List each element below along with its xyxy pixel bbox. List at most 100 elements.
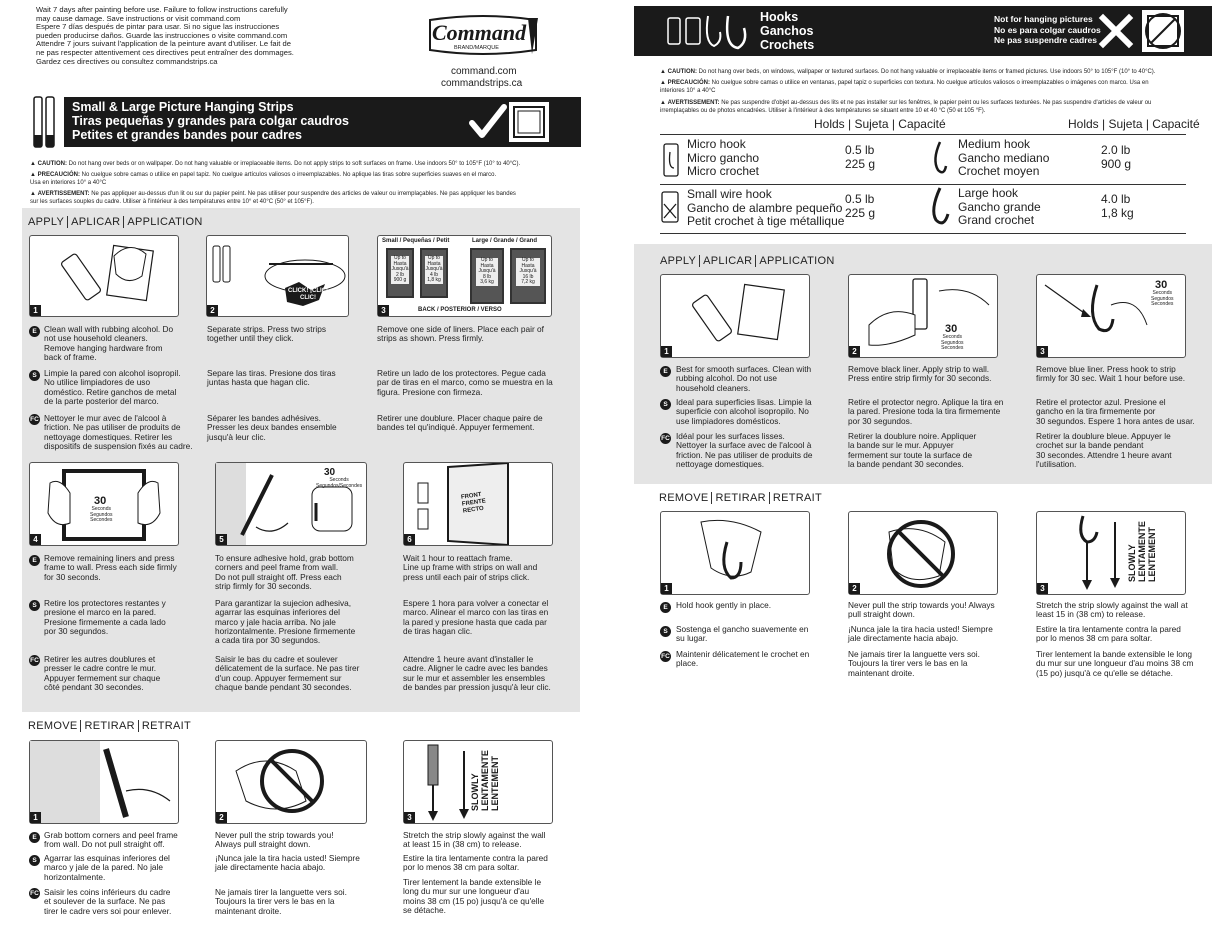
hooks-remove-step-1-en: Hold hook gently in place. [676,600,772,610]
warning-triangle-icon: ▲ [660,69,668,76]
remove-step-1-en: Grab bottom corners and peel frame from … [44,830,178,850]
lang-badge-es: S [660,399,671,410]
hooks-remove-step-3-en: Stretch the strip slowly against the wal… [1036,600,1188,620]
apply-step-5-es: Para garantizar la sujecion adhesiva, ag… [215,598,356,646]
caution-text-fr: Ne pas appliquer au-dessus d'un lit ou s… [30,191,516,205]
lang-badge-fr: FC [29,888,40,899]
lang-badge-en: E [29,326,40,337]
wire-hook-icon [661,191,679,223]
clean-wall-icon [61,244,154,302]
apply-step-4-es: Retire los protectores restantes y presi… [44,598,166,636]
remove-step-1-image: 1 [29,740,179,824]
caution-label-fr: AVERTISSEMENT: [667,100,720,107]
right-page: Hooks Ganchos Crochets Not for hanging p… [632,0,1214,928]
large-hook-icon [932,187,950,225]
hooks-remove-step-1-fr: Maintenir délicatement le crochet en pla… [676,649,810,669]
frame-upto: Up to Hasta Jusqu'à [476,257,498,275]
step-number-badge: 3 [1037,583,1048,594]
caution-label: CAUTION: [667,69,697,76]
hooks-remove-step-1-es: Sostenga el gancho suavemente en su luga… [676,624,809,644]
step-number-badge: 3 [1037,346,1048,357]
url-command[interactable]: command.com [451,66,517,77]
timer-sub: Seconds Segundos Secondes [1151,290,1174,307]
press-hook-icon [1044,284,1148,333]
frame-upto: Up to Hasta Jusqu'à [391,255,409,273]
url-commandstrips[interactable]: commandstrips.ca [441,78,523,89]
table-rule [660,184,1186,185]
apply-step-6-fr: Attendre 1 heure avant d'installer le ca… [403,654,551,692]
remove-step-2-en: Never pull the strip towards you! Always… [215,830,334,850]
hold-hook-icon [700,519,762,580]
apply-step-5-image: 30 Seconds Segundos/Secondes 5 [215,462,367,546]
clean-wall-icon [692,283,785,342]
medium-hook-icon [934,141,948,174]
apply-step-3-en: Remove one side of liners. Place each pa… [377,324,544,344]
apply-step-4-image: 30 Seconds Segundos Secondes 4 [29,462,179,546]
apply-step-2-es: Separe las tiras. Presione dos tiras jun… [207,368,336,388]
timer-number: 30 [324,467,336,478]
intro-text: Wait 7 days after painting before use. F… [36,5,294,66]
warning-triangle-icon: ▲ [30,172,38,179]
caution-label-es: PRECAUCIÓN: [667,80,710,87]
frame-weight: 8 lb 3,6 kg [476,274,498,286]
step-number-badge: 2 [216,812,227,823]
row-wire-val: 0.5 lb 225 g [845,192,876,220]
hooks-apply-step-2-es: Retire el protector negro. Aplique la ti… [848,397,1004,426]
hooks-apply-step-2-image: 30 Seconds Segundos Secondes 2 [848,274,998,358]
apply-step-4-fr: Retirer les autres doublures et presser … [44,654,161,692]
warning-triangle-icon: ▲ [660,100,668,107]
click-burst-text: CLICK! ¡CLIC! CLIC! [288,288,328,301]
remove-step-1-fr: Saisir les coins inférieurs du cadre et … [44,887,172,916]
hooks-caution-fr: ▲ AVERTISSEMENT: Ne pas suspendre d'obje… [660,93,1210,115]
strip-product-icon [33,96,55,148]
hooks-title-es: Ganchos [760,24,814,38]
hooks-apply-step-1-image: 1 [660,274,810,358]
hooks-apply-step-3-fr: Retirer la doublure bleue. Appuyer le cr… [1036,431,1172,469]
caution-en: ▲ CAUTION: Do not hang over beds or on w… [30,154,578,169]
lang-badge-es: S [29,370,40,381]
warning-triangle-icon: ▲ [30,191,38,198]
hooks-apply-step-1-fr: Idéal pour les surfaces lisses. Nettoyer… [676,431,813,469]
remove-step-3-image: SLOWLY LENTAMENTE LENTEMENT 3 [403,740,553,824]
lang-badge-fr: FC [29,655,40,666]
table-rule [660,233,1186,234]
title-es: Tiras pequeñas y grandes para colgar cau… [72,114,349,128]
lang-badge-es: S [29,600,40,611]
logo-sub: BRAND/MARQUE [454,45,499,51]
hooks-title-fr: Crochets [760,38,815,52]
row-medium-val: 2.0 lb 900 g [1101,143,1132,171]
caution-es: ▲ PRECAUCIÓN: No cuelgue sobre camas o u… [30,165,578,187]
hooks-remove-step-2-es: ¡Nunca jale la tira hacia usted! Siempre… [848,624,993,644]
frame-upto: Up to Hasta Jusqu'à [425,255,443,273]
large-label: Large / Grande / Grand [472,238,538,244]
row-wire-name: Small wire hook Gancho de alambre pequeñ… [687,187,845,228]
logo-badge-icon [429,15,538,55]
step-number-badge: 1 [30,812,41,823]
press-strips-icon [212,245,346,306]
step-number-badge: 2 [849,583,860,594]
small-label: Small / Pequeñas / Petit [382,238,450,244]
apply-step-5-fr: Saisir le bas du cadre et soulever délic… [215,654,360,692]
hooks-remove-step-3-fr: Tirer lentement la bande extensible le l… [1036,649,1194,678]
peel-frame-icon [216,463,353,545]
apply-step-1-fr: Nettoyer le mur avec de l'alcool à frict… [44,413,193,451]
lang-badge-fr: FC [660,651,671,662]
no-frame-icon [1142,10,1184,52]
caution-text-fr: Ne pas suspendre d'objet au-dessus des l… [660,100,1152,114]
logo-text: Command [432,20,527,45]
hooks-remove-step-2-fr: Ne jamais tirer la languette vers soi. T… [848,649,980,678]
step-number-badge: 3 [378,305,389,316]
title-fr: Petites et grandes bandes pour cadres [72,128,302,142]
lang-badge-en: E [29,555,40,566]
stretch-strip-icon [1079,515,1120,590]
remove-step-2-image: 2 [215,740,367,824]
hooks-title-bar: Hooks Ganchos Crochets Not for hanging p… [634,6,1212,56]
apply-step-2-image: CLICK! ¡CLIC! CLIC! 2 [206,235,349,317]
frame-weight: 4 lb 1,8 kg [425,272,443,284]
apply-step-6-en: Wait 1 hour to reattach frame. Line up f… [403,553,538,582]
apply-strip-icon [868,278,990,346]
